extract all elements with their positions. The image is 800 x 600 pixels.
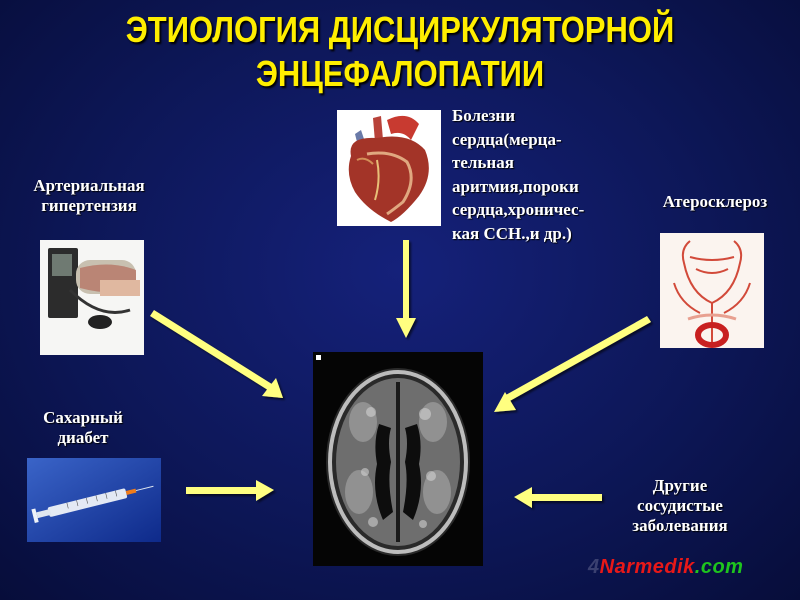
arrow-atherosclerosis-to-brain xyxy=(494,316,651,412)
watermark-prefix: 4 xyxy=(588,556,600,578)
arrow-hypertension-to-brain xyxy=(150,310,283,398)
arrow-diabetes-to-brain xyxy=(186,480,274,501)
label-heart-diseases: Болезни сердца(мерца- тельная аритмия,по… xyxy=(452,106,585,243)
heart-image xyxy=(337,110,441,226)
arrow-other-vascular-to-brain xyxy=(514,487,602,508)
title-line-1: ЭТИОЛОГИЯ ДИСЦИРКУЛЯТОРНОЙ xyxy=(125,9,675,50)
label-hypertension: Артериальная гипертензия xyxy=(33,176,145,215)
brain-mri-image xyxy=(313,352,483,566)
slide-title: ЭТИОЛОГИЯ ДИСЦИРКУЛЯТОРНОЙ ЭНЦЕФАЛОПАТИИ xyxy=(56,8,744,96)
arrow-heart-to-brain xyxy=(396,240,416,338)
watermark-suffix: .com xyxy=(694,556,744,578)
title-line-2: ЭНЦЕФАЛОПАТИИ xyxy=(255,53,545,94)
watermark-brand: Narmedik xyxy=(599,556,695,578)
watermark: 4Narmedik.com xyxy=(588,556,743,579)
blood-pressure-monitor-image xyxy=(40,240,144,355)
cerebral-arteries-image xyxy=(660,233,764,348)
syringe-image xyxy=(27,458,161,542)
label-other-vascular: Другие сосудистые заболевания xyxy=(632,476,728,535)
label-diabetes: Сахарный диабет xyxy=(43,408,123,447)
label-atherosclerosis: Атеросклероз xyxy=(662,192,768,211)
